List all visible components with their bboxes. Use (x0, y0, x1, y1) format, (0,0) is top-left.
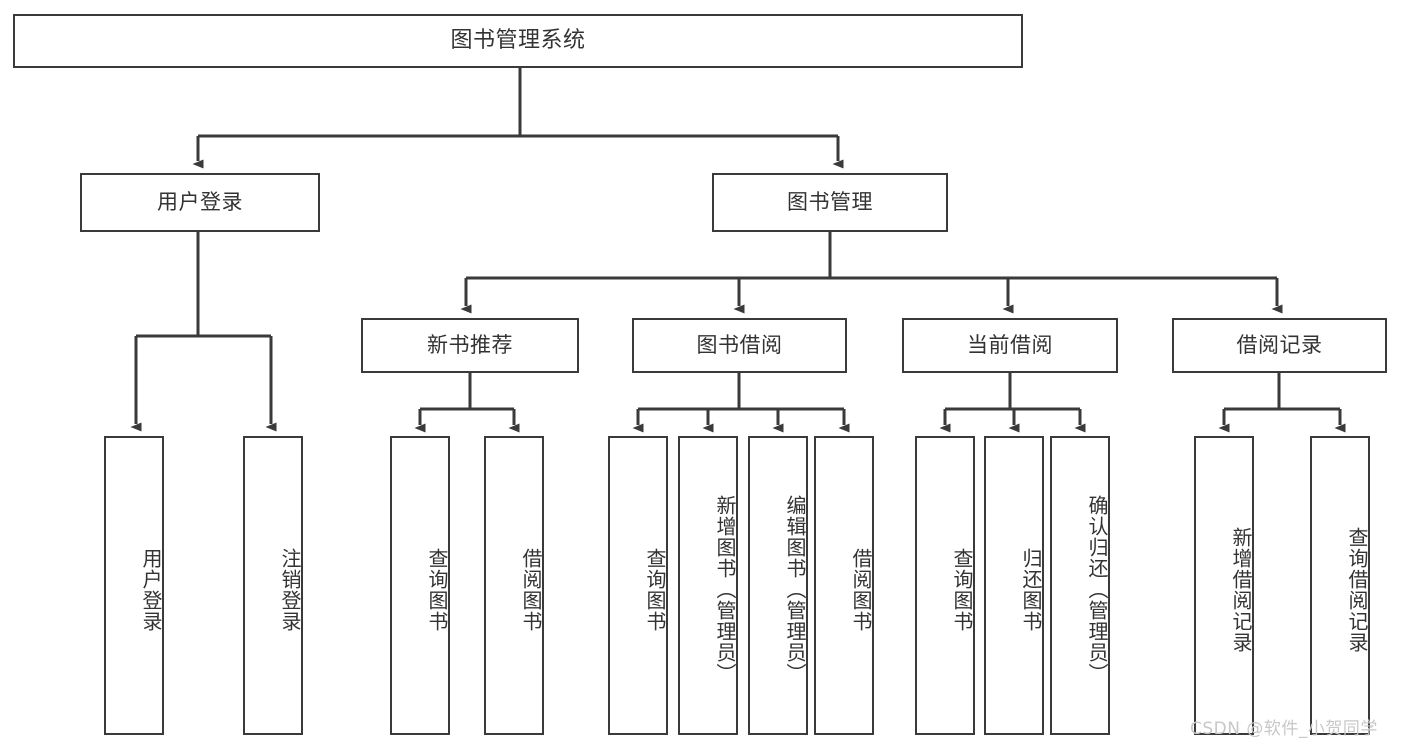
leaf-borrow-book-recommend[interactable]: 借阅图书 (484, 436, 544, 735)
leaf-borrow-book[interactable]: 借阅图书 (814, 436, 874, 735)
csdn-watermark: CSDN @软件_小贺同学 (1190, 719, 1378, 739)
node-book-borrow[interactable]: 图书借阅 (632, 318, 847, 373)
node-book-management[interactable]: 图书管理 (712, 173, 948, 232)
leaf-add-book-admin[interactable]: 新增图书（管理员） (678, 436, 738, 735)
leaf-confirm-return-admin[interactable]: 确认归还（管理员） (1050, 436, 1110, 735)
node-new-book-recommend[interactable]: 新书推荐 (361, 318, 579, 373)
leaf-edit-book-admin[interactable]: 编辑图书（管理员） (748, 436, 808, 735)
leaf-query-book-borrow[interactable]: 查询图书 (608, 436, 668, 735)
leaf-query-book-recommend[interactable]: 查询图书 (390, 436, 450, 735)
leaf-return-book[interactable]: 归还图书 (984, 436, 1044, 735)
node-user-login[interactable]: 用户登录 (80, 173, 320, 232)
leaf-add-borrow-record[interactable]: 新增借阅记录 (1194, 436, 1254, 735)
leaf-query-borrow-record[interactable]: 查询借阅记录 (1310, 436, 1370, 735)
leaf-query-book-current[interactable]: 查询图书 (915, 436, 975, 735)
node-root-system[interactable]: 图书管理系统 (13, 14, 1023, 68)
leaf-logout[interactable]: 注销登录 (243, 436, 303, 735)
node-borrow-record[interactable]: 借阅记录 (1172, 318, 1387, 373)
leaf-user-login[interactable]: 用户登录 (104, 436, 164, 735)
node-current-borrow[interactable]: 当前借阅 (902, 318, 1118, 373)
